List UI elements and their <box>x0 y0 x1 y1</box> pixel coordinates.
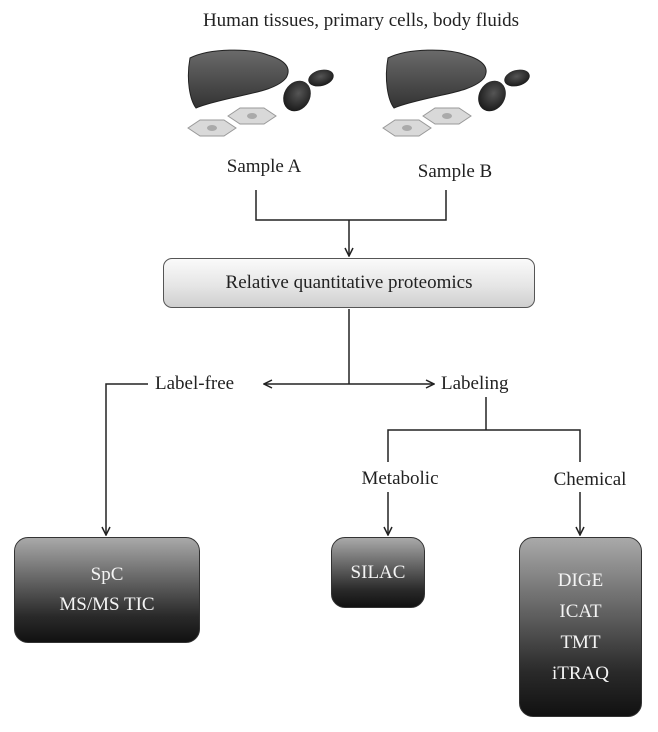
method-msms-tic: MS/MS TIC <box>59 594 155 615</box>
red-blood-cell-icon <box>283 80 311 112</box>
sample-b-illustration <box>382 49 530 137</box>
labeling-label: Labeling <box>441 373 509 394</box>
branch-connector <box>106 309 580 535</box>
method-silac: SILAC <box>350 561 406 583</box>
method-tmt: TMT <box>560 632 601 653</box>
epithelial-cells-icon <box>382 107 472 137</box>
method-itraq: iTRAQ <box>552 663 609 684</box>
method-icat: ICAT <box>559 601 602 622</box>
relative-quantitative-proteomics-box: Relative quantitative proteomics <box>163 258 535 308</box>
chemical-label: Chemical <box>553 469 627 490</box>
sample-a-illustration <box>187 49 334 137</box>
liver-icon <box>187 49 289 109</box>
red-blood-cell-icon <box>504 69 530 87</box>
liver-icon <box>385 49 487 109</box>
epithelial-cells-icon <box>187 107 277 137</box>
chemical-methods-box: DIGE ICAT TMT iTRAQ <box>519 537 642 717</box>
main-box-label: Relative quantitative proteomics <box>225 272 473 293</box>
label-free-methods-box: SpC MS/MS TIC <box>14 537 200 643</box>
label-free-label: Label-free <box>155 373 235 394</box>
red-blood-cell-icon <box>308 69 334 87</box>
method-dige: DIGE <box>557 570 604 591</box>
red-blood-cell-icon <box>478 80 506 112</box>
method-spc: SpC <box>90 564 124 585</box>
page-title: Human tissues, primary cells, body fluid… <box>202 10 520 31</box>
metabolic-label: Metabolic <box>361 468 439 489</box>
metabolic-methods-box: SILAC <box>331 537 425 608</box>
sample-a-label: Sample A <box>226 156 302 177</box>
samples-connector <box>255 190 447 256</box>
sample-b-label: Sample B <box>417 161 493 182</box>
